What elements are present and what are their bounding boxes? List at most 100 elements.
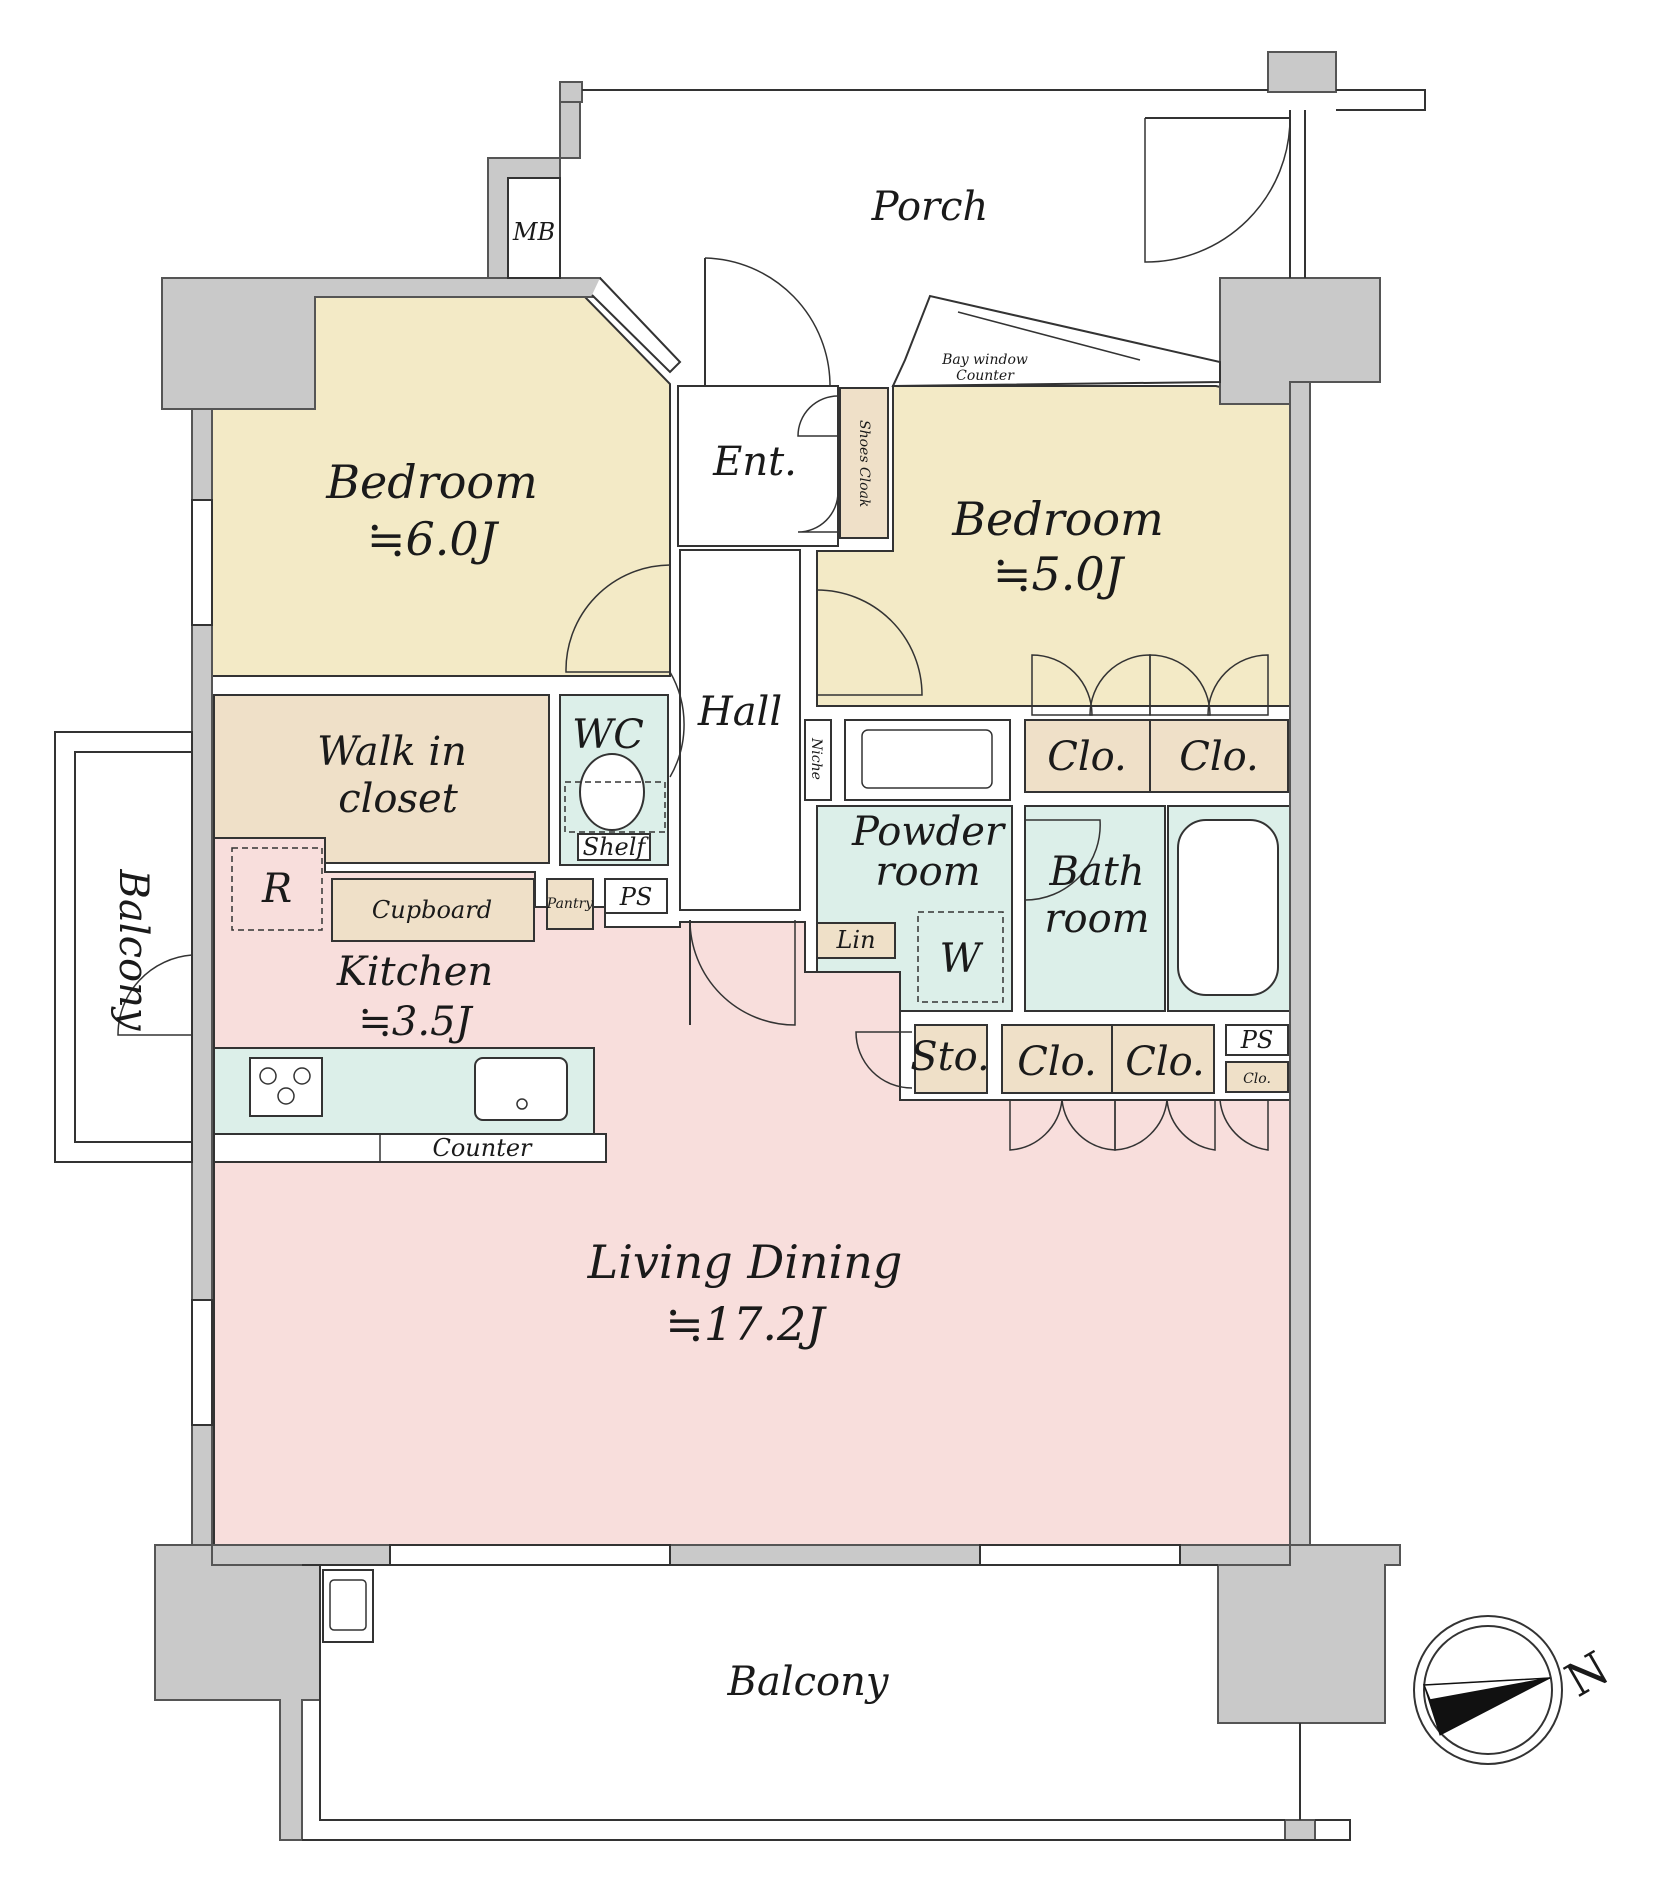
niche-box bbox=[804, 719, 832, 801]
closet-door-1 bbox=[1031, 654, 1093, 716]
shoes-cloak-door-2 bbox=[797, 491, 839, 533]
bedroom-2-name: Bedroom bbox=[951, 492, 1163, 546]
counter-label: Counter bbox=[432, 1134, 533, 1162]
porch: MB Porch bbox=[507, 89, 1426, 279]
wall-balcony-stub bbox=[1284, 1819, 1316, 1841]
kitchen-size: ≒3.5J bbox=[358, 999, 473, 1045]
bedroom-1-left-window bbox=[191, 499, 213, 626]
counter-box bbox=[213, 1133, 607, 1163]
entrance-hall: Shoes Cloak Ent. Hall bbox=[677, 257, 872, 1026]
wall-bottom-right-column bbox=[1197, 1544, 1401, 1724]
closet-door-2 bbox=[1089, 654, 1151, 716]
bedroom-1-angle-window bbox=[591, 277, 682, 374]
wall-porch-top bbox=[559, 81, 583, 103]
burner-1 bbox=[259, 1067, 277, 1085]
storage-area bbox=[914, 1024, 988, 1094]
closet-door-4 bbox=[1207, 654, 1269, 716]
hall-area bbox=[679, 549, 801, 911]
bedroom-2: Bedroom ≒5.0J Clo. Clo. bbox=[816, 492, 1269, 780]
closet-2-label: Clo. bbox=[1179, 734, 1259, 780]
refrigerator-label: R bbox=[261, 866, 292, 912]
stove bbox=[249, 1057, 323, 1117]
closet-lower-door-1 bbox=[1009, 1099, 1063, 1151]
living-dining-size: ≒17.2J bbox=[665, 1297, 827, 1351]
wall-right-long bbox=[1289, 381, 1311, 1546]
sink-drain bbox=[516, 1098, 528, 1110]
closet-lower-door-2 bbox=[1061, 1099, 1116, 1151]
washer-label: W bbox=[939, 936, 983, 982]
closet-4-area bbox=[1111, 1024, 1215, 1094]
cupboard-label: Cupboard bbox=[372, 896, 492, 924]
side-balcony-door bbox=[117, 954, 193, 1036]
bay-window-frame bbox=[891, 294, 1221, 388]
side-balcony: Balcony bbox=[54, 731, 193, 1163]
compass-outer-ring bbox=[1413, 1615, 1563, 1765]
walk-in-closet-label-2: closet bbox=[338, 776, 458, 822]
compass-north-label: N bbox=[1556, 1641, 1618, 1708]
shoes-cloak-area bbox=[839, 387, 889, 539]
balcony-faucet-basin bbox=[329, 1579, 367, 1631]
mb-label: MB bbox=[512, 218, 555, 246]
porch-outline-right bbox=[1336, 89, 1426, 111]
toilet-bowl bbox=[579, 753, 645, 831]
main-balcony-label: Balcony bbox=[727, 1659, 890, 1705]
wc-label: WC bbox=[572, 712, 644, 758]
pantry-area bbox=[546, 878, 594, 930]
bathtub bbox=[1177, 819, 1279, 996]
compass: N bbox=[1413, 1615, 1618, 1765]
entrance-door-swing bbox=[704, 257, 831, 387]
closet-4-label: Clo. bbox=[1125, 1039, 1205, 1085]
living-sliding-window-2 bbox=[979, 1544, 1181, 1566]
storage-door-swing bbox=[855, 1031, 913, 1089]
vanity-box bbox=[844, 719, 1011, 801]
living-dining: Living Dining ≒17.2J bbox=[191, 1235, 1181, 1566]
ps-label-1: PS bbox=[619, 883, 653, 911]
hall-door-swing-bottom bbox=[689, 919, 796, 1026]
closet-3-label: Clo. bbox=[1017, 1039, 1097, 1085]
ps-box-2 bbox=[1225, 1024, 1289, 1056]
pantry-label: Pantry bbox=[546, 896, 594, 912]
closet-3-area bbox=[1001, 1024, 1113, 1094]
bay-counter-label: Counter bbox=[956, 368, 1015, 384]
ps-box-1 bbox=[604, 878, 668, 914]
linen-label: Lin bbox=[835, 926, 875, 954]
wall-bottom-left-column bbox=[154, 1544, 331, 1841]
closet-door-3 bbox=[1149, 654, 1211, 716]
niche-label: Niche bbox=[808, 737, 824, 780]
closet-small-label: Clo. bbox=[1243, 1071, 1271, 1087]
burner-2 bbox=[293, 1067, 311, 1085]
bath-room-area bbox=[1024, 805, 1166, 1012]
compass-needle-half-icon bbox=[1422, 1677, 1551, 1701]
walk-in-closet-label-1: Walk in bbox=[317, 729, 467, 775]
vanity-basin bbox=[861, 729, 993, 789]
linen-area bbox=[816, 922, 896, 959]
porch-door-swing bbox=[1144, 117, 1291, 263]
bedroom-2-size: ≒5.0J bbox=[993, 547, 1126, 601]
side-balcony-inner bbox=[74, 751, 193, 1143]
bedroom-1: Bedroom ≒6.0J bbox=[191, 277, 682, 673]
bedroom-2-door-swing bbox=[816, 589, 923, 696]
kitchen: R Cupboard Pantry PS Kitchen ≒3.5J Count… bbox=[213, 847, 668, 1163]
bedroom-1-size: ≒6.0J bbox=[367, 512, 500, 566]
bath-room-label-1: Bath bbox=[1048, 849, 1144, 895]
living-left-window bbox=[191, 1299, 213, 1426]
hall-label: Hall bbox=[697, 689, 782, 735]
compass-inner-ring bbox=[1423, 1625, 1553, 1755]
toilet-dashed-shelf bbox=[564, 781, 666, 833]
main-balcony: Balcony bbox=[302, 1564, 1351, 1841]
entrance-label: Ent. bbox=[712, 439, 797, 485]
walk-in-closet-area bbox=[213, 694, 550, 864]
bay-window-label: Bay window bbox=[941, 352, 1028, 368]
closet-lower-door-5 bbox=[1219, 1099, 1269, 1151]
mb-box bbox=[507, 177, 561, 279]
cupboard-area bbox=[331, 878, 535, 942]
main-balcony-rail bbox=[319, 1565, 1285, 1821]
closet-lower-door-4 bbox=[1166, 1099, 1216, 1151]
bay-window: Bay window Counter bbox=[891, 294, 1221, 388]
living-dining-name: Living Dining bbox=[587, 1235, 903, 1289]
main-balcony-rail-outer bbox=[302, 1819, 1351, 1841]
shoes-cloak-door-1 bbox=[797, 395, 839, 437]
kitchen-name: Kitchen bbox=[336, 949, 493, 995]
entrance-area bbox=[677, 385, 839, 547]
